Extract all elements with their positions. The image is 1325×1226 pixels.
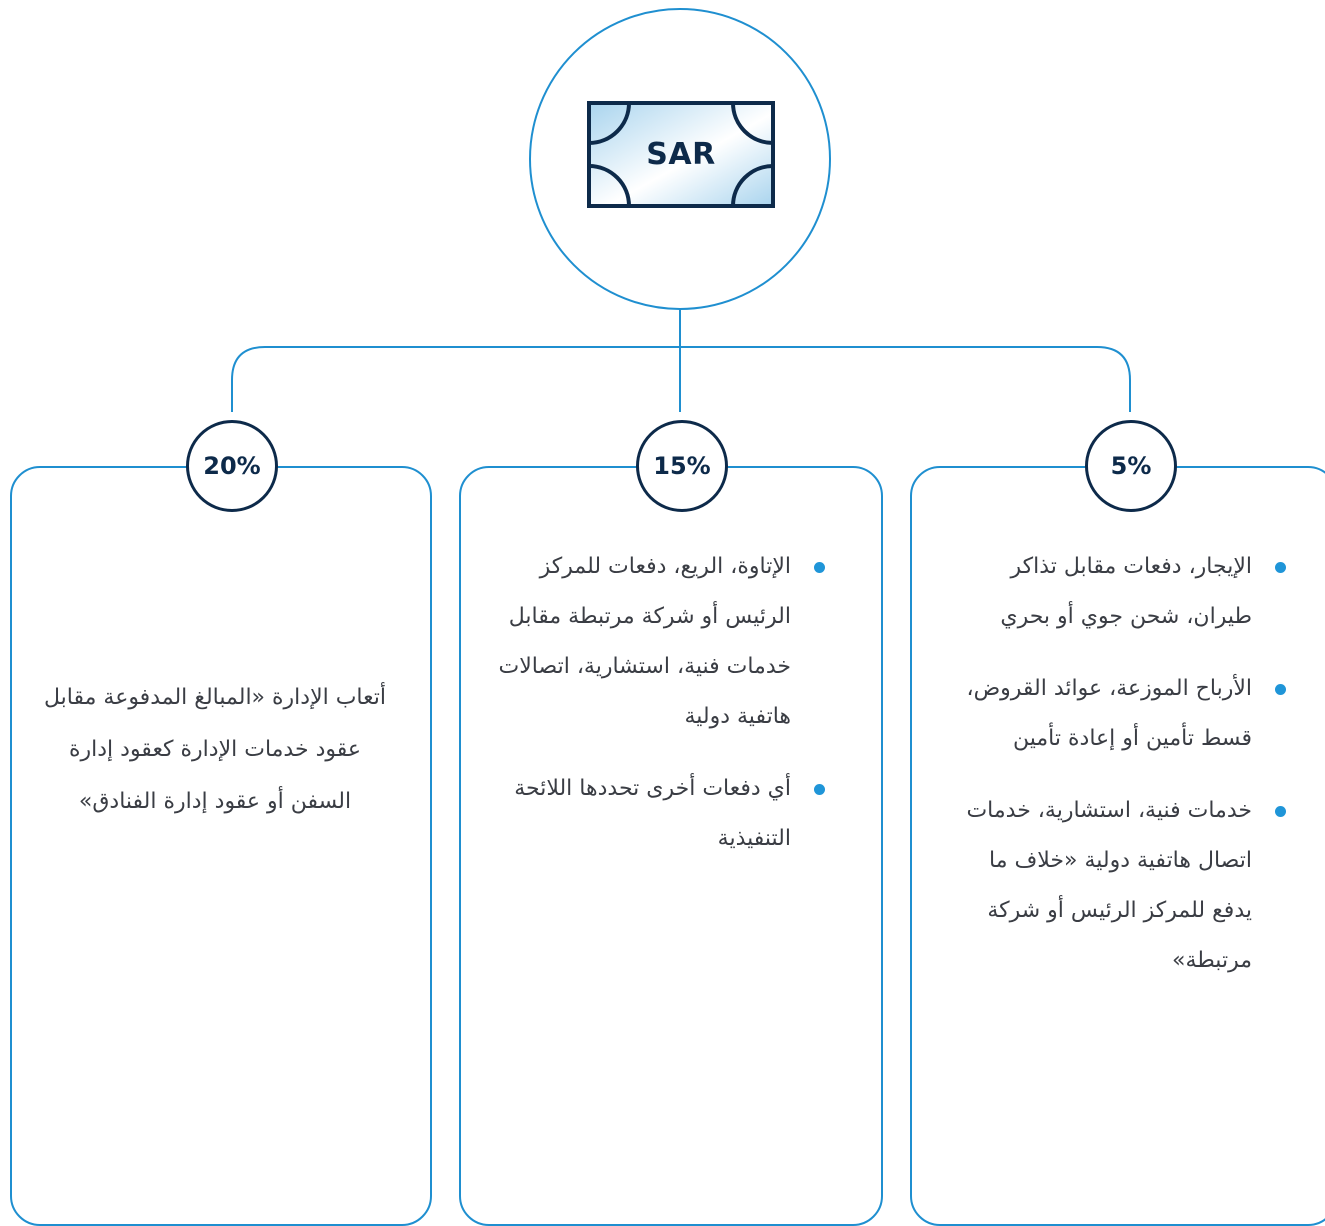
bullet-icon bbox=[1275, 684, 1286, 695]
list-item: الإتاوة، الريع، دفعات للمركز الرئيس أو ش… bbox=[495, 542, 825, 742]
rate-badge-5: 5% bbox=[1085, 420, 1177, 512]
rate-badge-15: 15% bbox=[636, 420, 728, 512]
list-item: الأرباح الموزعة، عوائد القروض، قسط تأمين… bbox=[950, 664, 1286, 764]
bullet-icon bbox=[814, 784, 825, 795]
bullet-icon bbox=[814, 562, 825, 573]
bullet-icon bbox=[1275, 562, 1286, 573]
bullet-icon bbox=[1275, 806, 1286, 817]
banknote-icon bbox=[587, 101, 775, 208]
rate-box-20 bbox=[10, 466, 432, 1226]
rate-badge-20: 20% bbox=[186, 420, 278, 512]
currency-label: SAR bbox=[646, 137, 716, 172]
list-item: الإيجار، دفعات مقابل تذاكر طيران، شحن جو… bbox=[950, 542, 1286, 642]
rate-5-list: الإيجار، دفعات مقابل تذاكر طيران، شحن جو… bbox=[950, 542, 1286, 1008]
list-item: أي دفعات أخرى تحددها اللائحة التنفيذية bbox=[495, 764, 825, 864]
list-item: خدمات فنية، استشارية، خدمات اتصال هاتفية… bbox=[950, 786, 1286, 986]
rate-15-list: الإتاوة، الريع، دفعات للمركز الرئيس أو ش… bbox=[495, 542, 825, 886]
rate-20-description: أتعاب الإدارة «المبالغ المدفوعة مقابل عق… bbox=[44, 685, 386, 814]
